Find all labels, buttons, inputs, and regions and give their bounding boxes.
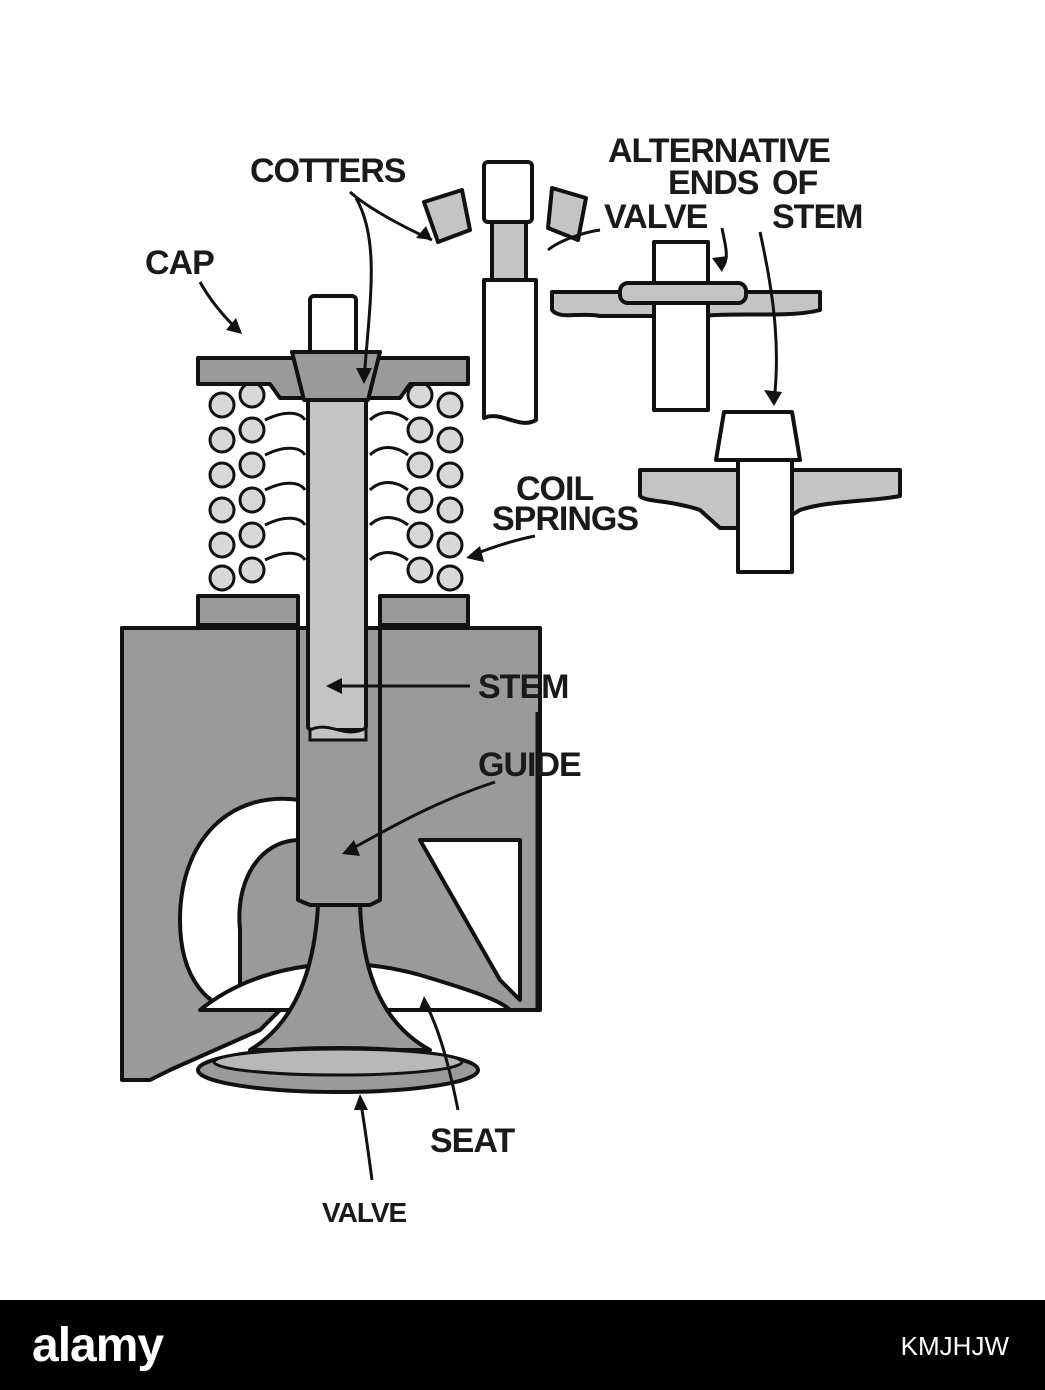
label-stem: STEM	[478, 668, 568, 706]
label-valve-alt: VALVE	[604, 198, 708, 236]
alt-stem-end-2	[550, 240, 822, 412]
spring-seat	[196, 594, 470, 627]
label-cotters: COTTERS	[250, 152, 406, 190]
label-seat: SEAT	[430, 1122, 515, 1160]
label-alternative: ALTERNATIVE	[608, 132, 830, 170]
label-guide: GUIDE	[478, 746, 581, 784]
spring-cap	[196, 350, 470, 402]
alt-stem-end-1	[482, 160, 538, 425]
alt-stem-end-3	[638, 410, 902, 574]
valve-diagram: COTTERS ALTERNATIVE ENDS OF VALVE STEM C…	[120, 132, 902, 1228]
label-ends: ENDS	[668, 164, 759, 202]
label-stem-alt: STEM	[772, 198, 862, 236]
cotters-exploded	[422, 186, 588, 244]
label-cap: CAP	[145, 244, 214, 282]
valve-head	[196, 903, 480, 1094]
image-id: KMJHJW	[900, 1331, 1009, 1361]
brand-logo: alamy	[32, 1319, 164, 1372]
watermark-bar: alamy KMJHJW	[0, 1300, 1045, 1390]
coil-springs	[208, 381, 464, 592]
label-springs: SPRINGS	[492, 500, 638, 538]
label-of: OF	[772, 164, 817, 202]
label-coil: COIL	[516, 470, 593, 508]
leader-lines	[198, 190, 782, 1181]
label-valve: VALVE	[322, 1197, 407, 1228]
valve-stem	[306, 294, 368, 742]
